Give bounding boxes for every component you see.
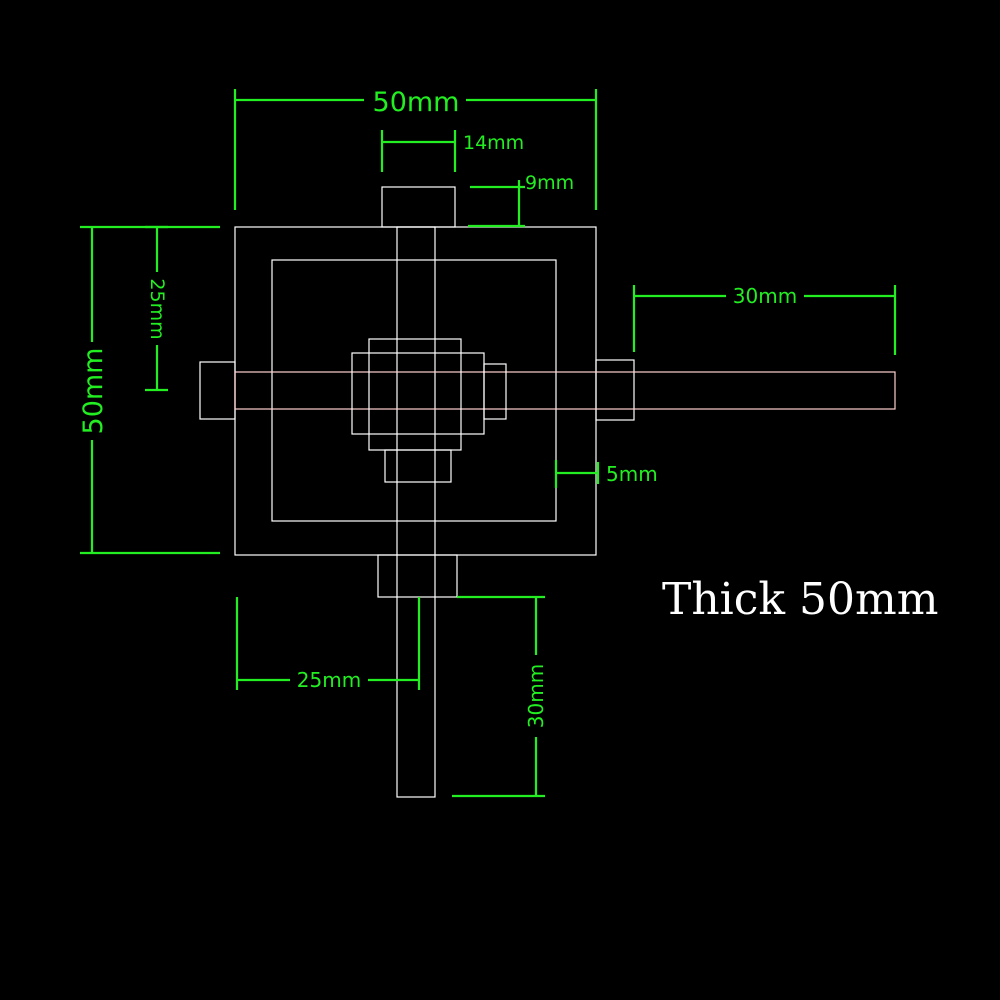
label-top-width: 50mm — [373, 87, 460, 118]
center-block-lower — [384, 449, 452, 483]
inner-square — [271, 259, 557, 522]
label-inner-gap: 5mm — [606, 462, 658, 486]
label-left-height: 50mm — [78, 348, 109, 435]
center-block-right — [483, 363, 507, 420]
label-bottom-shaft: 30mm — [524, 664, 548, 728]
horizontal-shaft — [234, 371, 896, 410]
label-right-shaft: 30mm — [733, 284, 797, 308]
top-cap — [381, 186, 456, 228]
vertical-shaft — [396, 226, 436, 798]
center-block-wide — [351, 352, 485, 435]
left-cap — [199, 361, 236, 420]
center-block-tall — [368, 338, 462, 451]
part-geometry — [199, 186, 896, 798]
outer-square — [234, 226, 597, 556]
label-bottom-offset: 25mm — [297, 668, 361, 692]
label-cap-width: 14mm — [463, 132, 524, 154]
label-left-inner: 25mm — [146, 278, 168, 339]
dimension-labels: 50mm 14mm 9mm 50mm 25mm 30mm 5mm 25mm 30… — [78, 87, 797, 728]
right-cap — [595, 359, 635, 421]
thickness-note: Thick 50mm — [662, 574, 938, 625]
bottom-cap — [377, 554, 458, 598]
label-cap-height: 9mm — [525, 172, 574, 194]
dimension-lines — [80, 89, 897, 798]
